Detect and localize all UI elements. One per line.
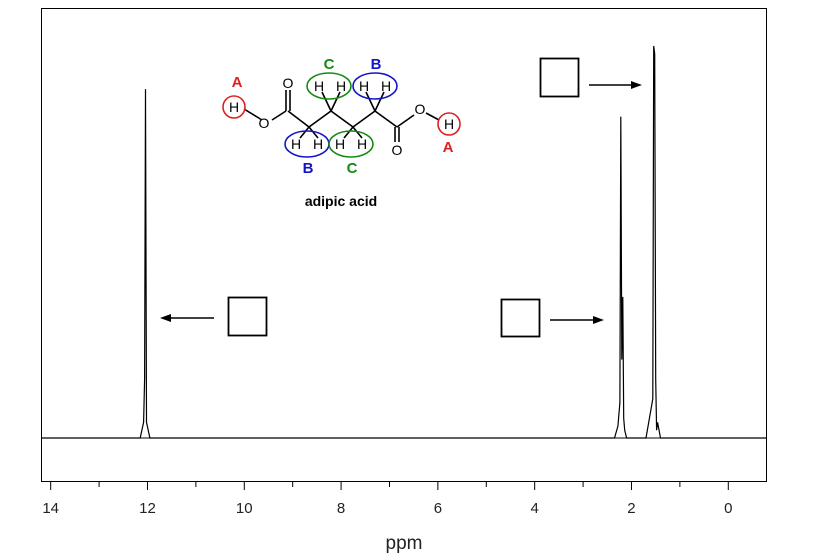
atom-h: H xyxy=(229,99,239,115)
x-tick-label: 4 xyxy=(531,500,539,517)
ring-a-right xyxy=(437,112,461,136)
atom-o: O xyxy=(415,101,426,117)
ring-c-bottom xyxy=(328,130,374,158)
atom-h: H xyxy=(314,78,324,94)
atom-o: O xyxy=(392,142,403,158)
adipic-acid-structure xyxy=(243,90,440,142)
spectrum-trace xyxy=(41,45,767,439)
x-tick-label: 14 xyxy=(42,500,59,517)
atom-h: H xyxy=(359,78,369,94)
label-c-top: C xyxy=(324,56,335,73)
x-tick-label: 12 xyxy=(139,500,156,517)
label-a-right: A xyxy=(443,139,454,156)
atom-h: H xyxy=(336,78,346,94)
label-b-bottom: B xyxy=(303,160,314,177)
arrow-left-icon xyxy=(160,314,214,322)
atom-o: O xyxy=(283,75,294,91)
x-tick-label: 2 xyxy=(627,500,635,517)
x-axis-ticks: 14 12 10 8 6 4 2 0 xyxy=(42,481,732,517)
arrow-right-icon xyxy=(550,316,604,324)
ring-b-top xyxy=(352,72,398,100)
atom-o: O xyxy=(259,115,270,131)
atom-h: H xyxy=(335,136,345,152)
ring-a-left xyxy=(222,95,246,119)
answer-box-left[interactable] xyxy=(227,296,268,337)
x-tick-label: 8 xyxy=(337,500,345,517)
answer-box-middle[interactable] xyxy=(500,298,541,338)
label-a-left: A xyxy=(232,74,243,91)
x-axis-label: ppm xyxy=(386,533,423,554)
answer-box-right[interactable] xyxy=(539,57,580,98)
molecule-name: adipic acid xyxy=(305,193,377,209)
atom-h: H xyxy=(313,136,323,152)
atom-h: H xyxy=(291,136,301,152)
plot-frame xyxy=(41,8,767,482)
atom-h: H xyxy=(357,136,367,152)
atom-h: H xyxy=(444,116,454,132)
x-tick-label: 10 xyxy=(236,500,253,517)
x-tick-label: 6 xyxy=(434,500,442,517)
atom-h: H xyxy=(381,78,391,94)
label-c-bottom: C xyxy=(347,160,358,177)
arrow-right-icon xyxy=(589,81,642,89)
label-b-top: B xyxy=(371,56,382,73)
ring-c-top xyxy=(306,72,352,100)
x-tick-label: 0 xyxy=(724,500,732,517)
